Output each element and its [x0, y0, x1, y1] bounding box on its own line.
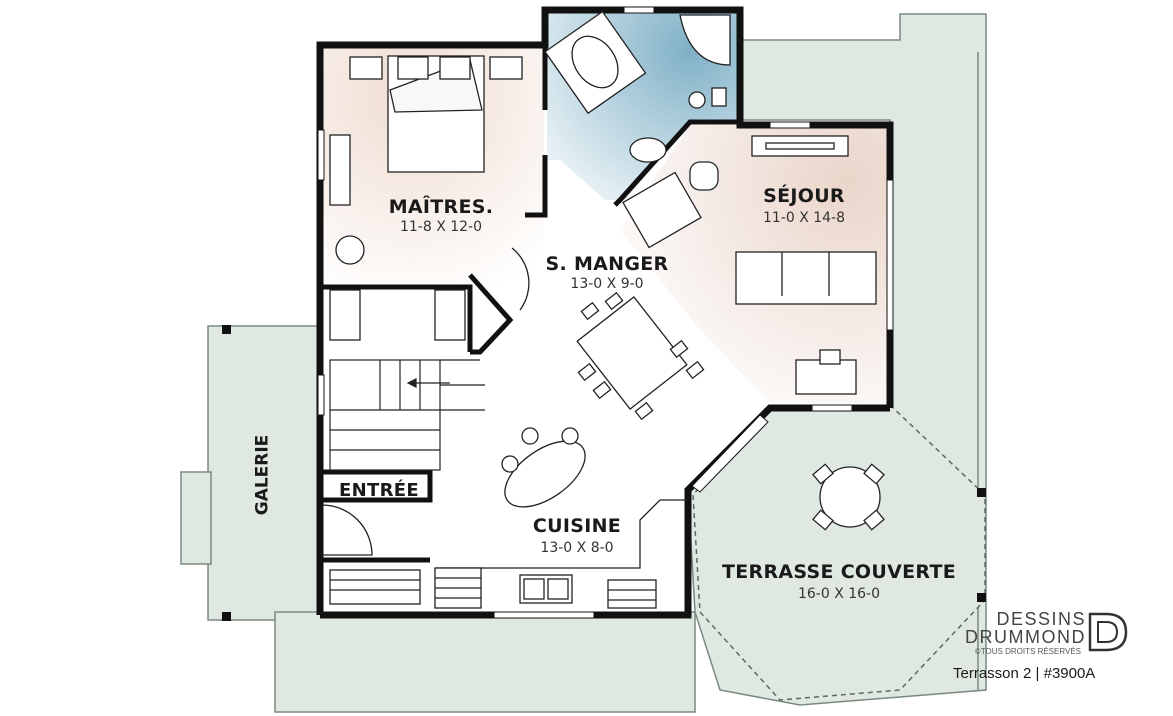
- armchair: [335, 235, 365, 265]
- bath-fixtures: [544, 10, 731, 163]
- front-walk: [274, 611, 696, 713]
- room-name-living: SÉJOUR: [763, 185, 845, 207]
- brand-name-line2: DRUMMOND: [965, 627, 1086, 647]
- armchair-2: [622, 171, 702, 249]
- stairs: [329, 359, 485, 471]
- dresser: [329, 134, 351, 206]
- toilet: [688, 91, 706, 109]
- deck-post-2: [977, 593, 986, 602]
- dining-table: [576, 291, 705, 421]
- desk: [795, 359, 857, 395]
- room-name-deck: TERRASSE COUVERTE: [721, 561, 957, 583]
- galerie-area: [207, 325, 321, 621]
- windows: [317, 6, 894, 619]
- sofa: [735, 251, 877, 305]
- entry-details: [321, 504, 421, 605]
- porch-post-1: [222, 325, 231, 334]
- kitchen-fixtures: [434, 427, 688, 609]
- kitchen-island: [504, 440, 586, 508]
- porch-post-2: [222, 612, 231, 621]
- room-name-master: MAÎTRES.: [388, 196, 494, 218]
- room-name-entry: ENTRÉE: [339, 480, 419, 501]
- room-dims-master: 11-8 X 12-0: [399, 219, 483, 235]
- room-dims-deck: 16-0 X 16-0: [797, 586, 881, 602]
- brand-logo-icon: [1088, 612, 1128, 652]
- galerie-step: [180, 471, 212, 565]
- brand-name-line1: DESSINS: [996, 609, 1086, 629]
- room-dims-dining: 13-0 X 9-0: [570, 276, 644, 292]
- sink: [629, 137, 667, 163]
- shower: [679, 14, 731, 66]
- room-name-kitchen: CUISINE: [532, 515, 622, 537]
- living-furniture: [622, 135, 877, 395]
- master-furniture: [329, 55, 530, 341]
- room-dims-kitchen: 13-0 X 8-0: [540, 540, 614, 556]
- room-name-dining: S. MANGER: [545, 253, 669, 275]
- deck-post-1: [977, 488, 986, 497]
- copyright-notice: ©TOUS DROITS RÉSERVÉS: [974, 647, 1081, 656]
- room-name-porch: GALERIE: [252, 434, 273, 516]
- plan-identifier: Terrasson 2 | #3900A: [953, 665, 1096, 682]
- room-dims-living: 11-0 X 14-8: [762, 210, 846, 226]
- deck-table: [812, 463, 885, 531]
